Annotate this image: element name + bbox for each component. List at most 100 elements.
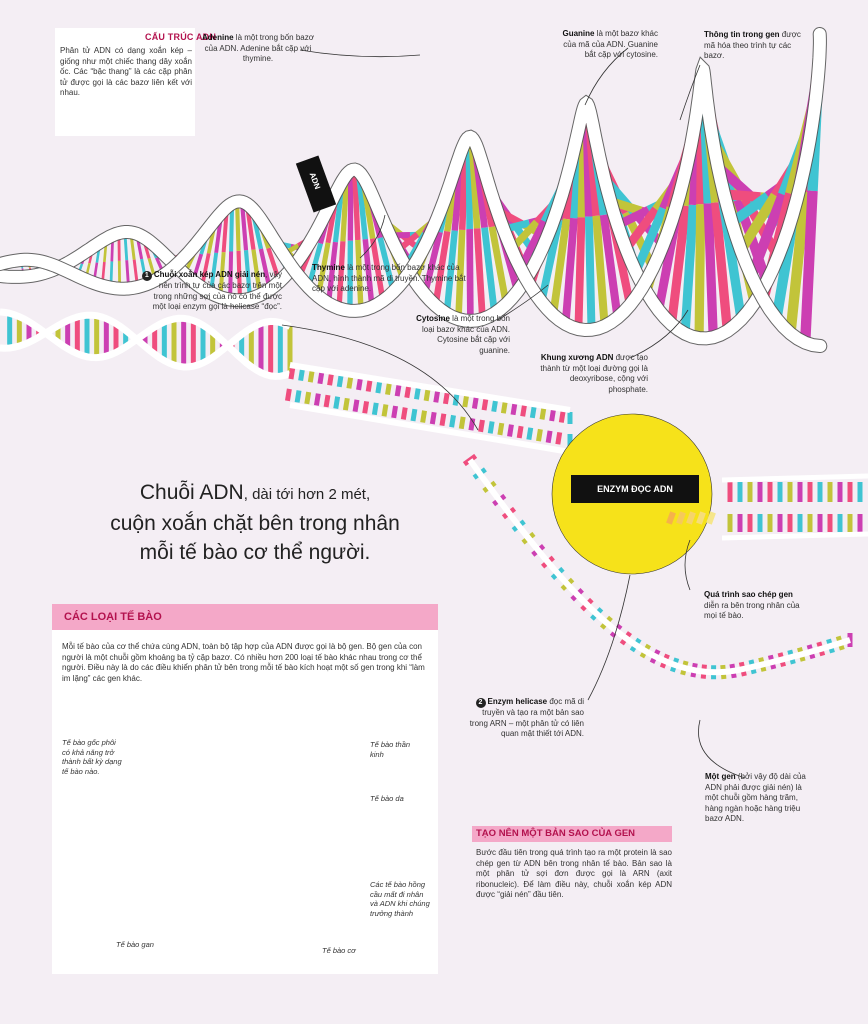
base xyxy=(423,388,431,402)
cell-types-text: Mỗi tế bào của cơ thể chứa cùng ADN, toà… xyxy=(62,642,425,683)
base-pair xyxy=(455,229,466,320)
base-pair xyxy=(235,201,241,251)
base xyxy=(371,402,379,416)
base-pair xyxy=(369,238,386,302)
base-pair xyxy=(584,216,596,330)
base-pair xyxy=(362,239,375,308)
base-pair xyxy=(561,217,578,325)
backbone-strand xyxy=(289,362,571,413)
base xyxy=(558,410,566,423)
base xyxy=(497,422,505,436)
gene-callout: Một gen (bởi vậy độ dài của ADN phải đượ… xyxy=(705,772,806,823)
base xyxy=(491,399,499,413)
base xyxy=(507,424,514,437)
base-pair xyxy=(465,137,473,230)
thymine-callout: Thymine là một trong bốn bazơ khác của A… xyxy=(312,263,466,293)
base xyxy=(298,368,305,382)
base-pair xyxy=(377,237,397,293)
base xyxy=(336,374,344,388)
base xyxy=(529,405,537,419)
backbone-strand xyxy=(467,458,851,676)
base xyxy=(500,400,508,414)
base xyxy=(462,394,470,408)
backbone-strand xyxy=(289,402,571,455)
base xyxy=(516,425,524,439)
structure-title: CẤU TRÚC ADN xyxy=(145,32,217,42)
base xyxy=(284,388,292,402)
base-pair xyxy=(443,230,458,315)
backbone-strand xyxy=(0,308,292,380)
base-pair xyxy=(736,192,780,253)
red-cell-label: Các tế bào hồng cầu mất đi nhân và ADN k… xyxy=(370,880,430,918)
base-pair xyxy=(746,192,788,279)
unzipped-dna-ladder xyxy=(284,362,868,680)
base xyxy=(481,397,489,411)
base-pair xyxy=(785,191,811,335)
base xyxy=(549,408,557,422)
base xyxy=(545,430,553,444)
cell-types-header: CÁC LOẠI TẾ BÀO xyxy=(52,604,438,630)
base xyxy=(323,394,331,408)
base-pair xyxy=(432,230,451,306)
base xyxy=(442,391,450,405)
base xyxy=(352,399,360,413)
base-pair xyxy=(236,250,243,301)
base-pair xyxy=(703,203,718,338)
structure-box xyxy=(55,28,195,136)
base-pair xyxy=(336,241,346,309)
base-pair xyxy=(315,242,331,297)
base-pair xyxy=(631,206,668,274)
liver-cell-label: Tế bào gan xyxy=(116,940,154,949)
base xyxy=(510,402,518,416)
base-pair xyxy=(243,250,253,299)
base-pair xyxy=(694,204,706,339)
pointer-lines xyxy=(281,47,746,779)
base xyxy=(381,404,389,417)
base-pair xyxy=(481,227,498,314)
stem-cell-label: Tế bào gốc phôi có khả năng trở thành bấ… xyxy=(62,738,122,776)
base-pair xyxy=(325,241,339,304)
base xyxy=(400,407,408,420)
base xyxy=(391,405,399,419)
base xyxy=(313,393,321,406)
rna-strand xyxy=(666,511,716,525)
skin-cell-label: Tế bào da xyxy=(370,794,404,803)
base xyxy=(526,427,534,440)
base xyxy=(333,396,341,409)
base xyxy=(420,410,428,423)
base xyxy=(439,413,447,427)
gene-info-callout: Thông tin trong gen được mã hóa theo trì… xyxy=(704,30,801,60)
base xyxy=(433,390,441,403)
base xyxy=(404,385,412,399)
base xyxy=(414,387,421,400)
base xyxy=(478,419,485,433)
base xyxy=(385,382,392,395)
muscle-cell-label: Tế bào cơ xyxy=(322,946,356,955)
base xyxy=(342,397,350,411)
nerve-cell-label: Tế bào thần kinh xyxy=(370,740,411,759)
base-pair xyxy=(351,169,361,241)
base xyxy=(317,371,325,385)
base xyxy=(365,379,373,392)
base-pair xyxy=(488,226,510,305)
base xyxy=(394,383,402,397)
base-pair xyxy=(239,201,249,251)
adenine-callout: Adenine là một trong bốn bazơ của ADN. A… xyxy=(202,33,314,63)
base xyxy=(449,414,456,428)
base xyxy=(555,432,563,445)
backbone-strand xyxy=(0,58,827,352)
backbone-callout: Khung xương ADN được tạo thành từ một lo… xyxy=(540,353,648,394)
enzyme-label: ENZYM ĐỌC ADN xyxy=(571,475,699,503)
base-pair xyxy=(355,239,364,311)
backbone-strand xyxy=(721,473,868,483)
base xyxy=(307,369,315,383)
base xyxy=(362,400,370,414)
helix-backbone xyxy=(0,27,828,380)
gene-copy-header: TẠO NÊN MỘT BẢN SAO CỦA GEN xyxy=(472,826,672,842)
base xyxy=(327,373,334,386)
base-pair xyxy=(251,249,263,296)
base-pair xyxy=(473,228,486,320)
base xyxy=(471,396,479,409)
